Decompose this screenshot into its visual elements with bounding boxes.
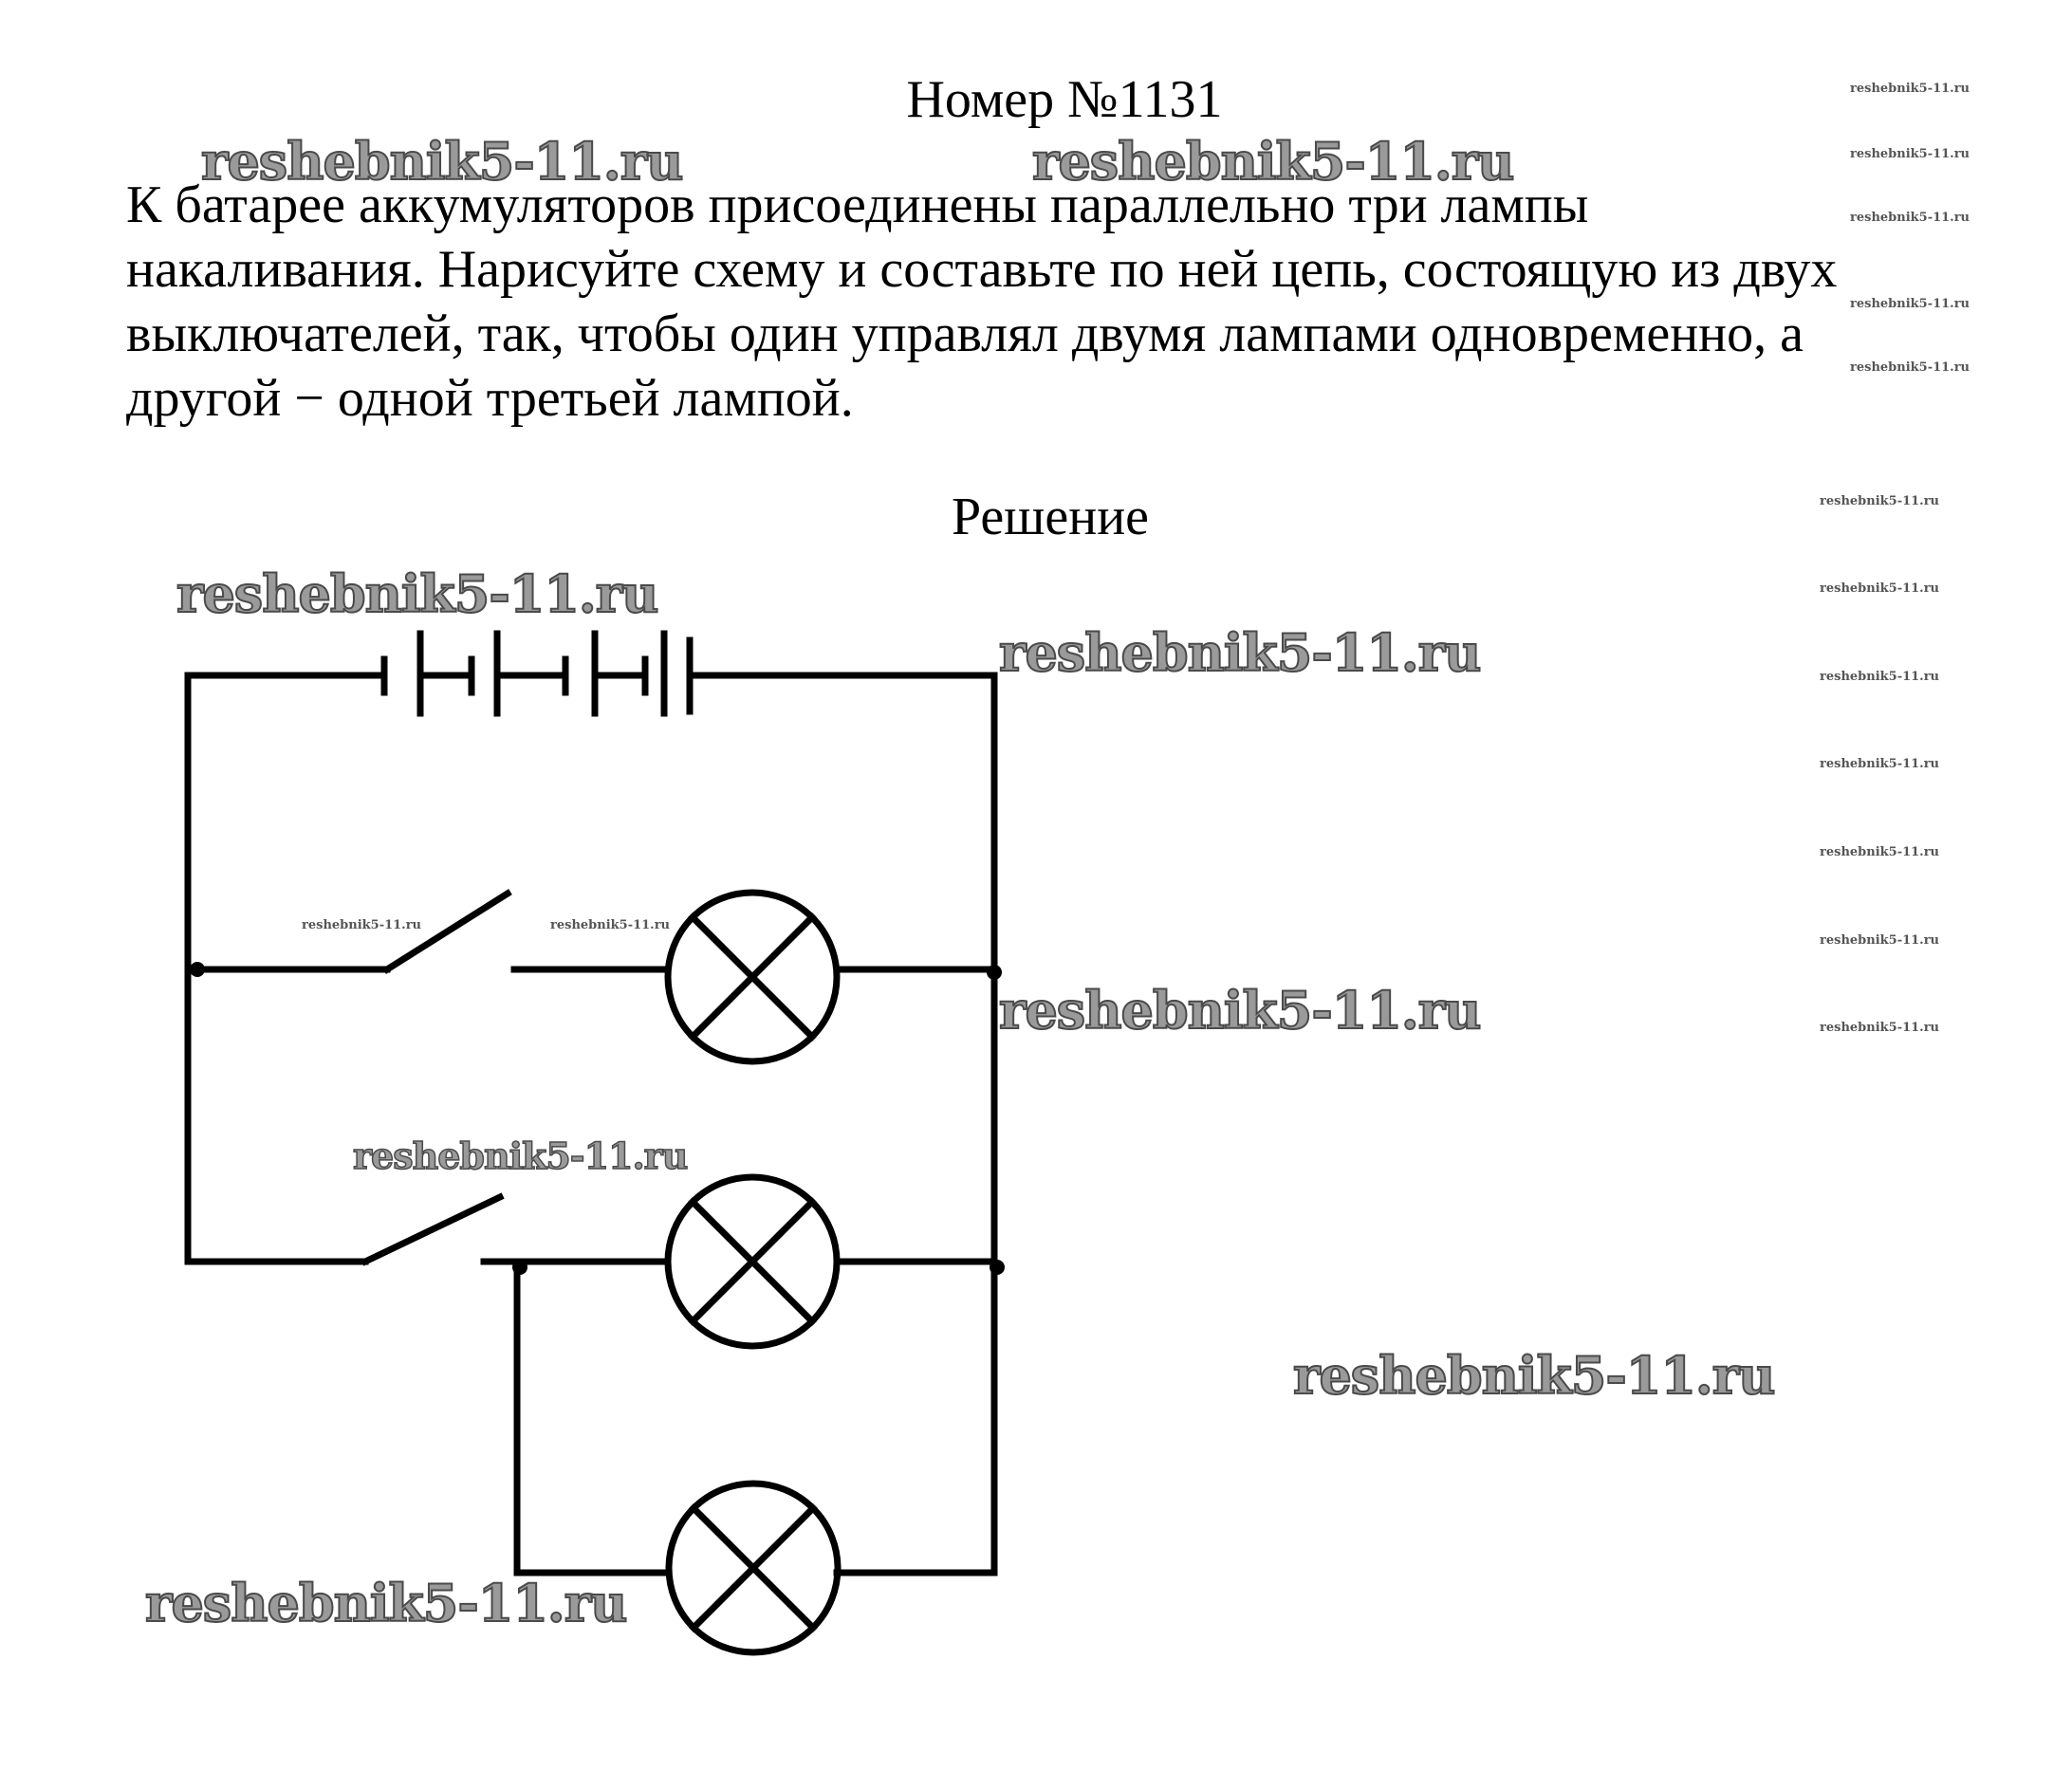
junction-dot [512,1260,527,1275]
watermark: reshebnik5-11.ru [1850,147,1970,161]
watermark: reshebnik5-11.ru [1820,757,1940,771]
lamp-3 [665,1480,842,1656]
watermark: reshebnik5-11.ru [144,1573,628,1633]
watermark: reshebnik5-11.ru [1850,82,1970,96]
problem-line: другой − одной третьей лампой. [126,369,854,428]
watermark: reshebnik5-11.ru [1820,581,1940,596]
junction-dot [990,1260,1005,1275]
watermark: reshebnik5-11.ru [176,563,659,624]
watermark: reshebnik5-11.ru [550,918,671,932]
watermark: reshebnik5-11.ru [352,1134,689,1178]
lamp-1-bulb [664,889,841,1065]
junction-dot [190,962,205,977]
solution-heading: Решение [951,488,1150,546]
lamp-1 [664,889,841,1065]
watermark: reshebnik5-11.ru [1850,360,1970,375]
problem-statement: К батарее аккумуляторов присоединены пар… [126,173,1986,431]
watermark: reshebnik5-11.ru [998,980,1482,1041]
lamp-3-bulb [665,1480,842,1656]
watermark: reshebnik5-11.ru [200,131,684,192]
lamp-2 [664,1173,841,1350]
junction-dot [987,965,1002,980]
lamp-1-cross-b [688,913,817,1042]
watermark: reshebnik5-11.ru [1820,1021,1940,1035]
switch2-blade [361,1192,505,1266]
problem-line: К батарее аккумуляторов присоединены пар… [126,175,1589,234]
watermark: reshebnik5-11.ru [1850,297,1970,311]
problem-line: накаливания. Нарисуйте схему и составьте… [126,240,1838,299]
watermark: reshebnik5-11.ru [1850,211,1970,225]
watermark: reshebnik5-11.ru [1820,670,1940,684]
watermark: reshebnik5-11.ru [302,918,422,932]
switch1-blade [382,889,512,974]
page-title: Номер №1131 [906,70,1223,129]
watermark: reshebnik5-11.ru [1292,1345,1776,1406]
lamp-2-bulb [664,1173,841,1350]
watermark: reshebnik5-11.ru [1820,494,1940,508]
lamp-3-cross-b [689,1503,818,1632]
watermark: reshebnik5-11.ru [1820,845,1940,859]
lamp-2-cross-b [688,1197,817,1326]
watermark: reshebnik5-11.ru [998,622,1482,683]
problem-line: выключателей, так, чтобы один управлял д… [126,304,1804,363]
watermark: reshebnik5-11.ru [1820,933,1940,948]
watermark: reshebnik5-11.ru [1031,131,1515,192]
